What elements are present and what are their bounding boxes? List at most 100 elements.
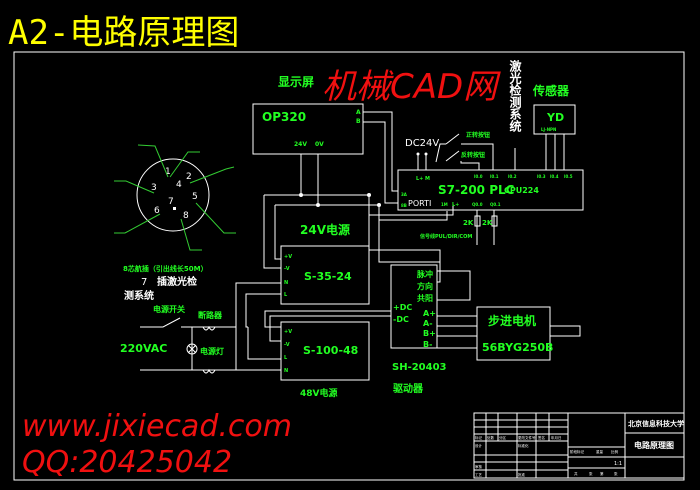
display-pin-24v: 24V xyxy=(294,141,307,148)
tb-cell: 张 xyxy=(589,471,593,476)
psu-pin: -V xyxy=(284,342,290,348)
driver-pin: B- xyxy=(423,340,432,349)
pin-label: 6 xyxy=(154,206,160,216)
plc-pin: I0.2 xyxy=(508,174,517,179)
stepper-motor-box xyxy=(476,306,551,361)
tb-cell: 年月日 xyxy=(551,435,562,440)
pin-label: 8 xyxy=(183,211,189,221)
psu48-label: 48V电源 xyxy=(300,387,338,399)
driver-model: SH-20403 xyxy=(392,362,447,373)
driver-pin: -DC xyxy=(393,315,409,324)
psu24-label: 24V电源 xyxy=(300,222,350,237)
school-name: 北京信息科技大学 xyxy=(628,419,684,428)
plc-pin: M xyxy=(425,176,430,182)
plc-pin: I0.3 xyxy=(537,174,546,179)
switch-1-label: 正转按钮 xyxy=(466,131,490,139)
plc-pin: 1M xyxy=(441,202,448,207)
scale: 1:1 xyxy=(614,461,622,467)
mains-switch xyxy=(140,317,181,328)
dc24v-label: DC24V xyxy=(405,138,439,149)
plc-pin: 3A xyxy=(401,192,408,197)
driver-pin: B+ xyxy=(423,329,436,338)
watermark-line2: www.jixiecad.com xyxy=(22,409,292,444)
plc-pin: I0.4 xyxy=(550,174,559,179)
lamp-label: 电源灯 xyxy=(200,346,224,356)
display-op320-box xyxy=(252,103,364,155)
psu-pin: -V xyxy=(284,266,290,272)
connector-8pin xyxy=(136,158,210,232)
display-pin-0v: 0V xyxy=(315,141,324,148)
tb-cell: 批准 xyxy=(518,472,526,477)
tb-cell: 标记 xyxy=(475,435,483,440)
tb-cell: 签名 xyxy=(538,435,545,440)
tb-cell: 分区 xyxy=(499,435,507,440)
display-model: OP320 xyxy=(262,110,306,124)
connector-pins: 1 2 3 4 5 6 7 8 xyxy=(151,167,198,221)
driver-box xyxy=(390,264,438,349)
plc-port: PORTI xyxy=(408,199,431,208)
tb-cell: 比例 xyxy=(611,449,619,454)
breaker-icon xyxy=(202,325,216,331)
driver-pin: A- xyxy=(423,319,433,328)
psu-pin: L xyxy=(284,355,288,361)
plc-pin: 8B xyxy=(401,203,407,208)
connector-note-num: 7 xyxy=(141,277,147,288)
plc-pin: Q0.1 xyxy=(490,202,501,207)
wires xyxy=(263,111,454,283)
resistor-2 xyxy=(491,215,498,227)
plc-pin: I0.0 xyxy=(474,174,483,179)
sensor-model: YD xyxy=(546,111,564,124)
psu48-model: S-100-48 xyxy=(303,344,358,357)
mains-voltage: 220VAC xyxy=(120,342,167,355)
pin-label: 1 xyxy=(165,167,171,177)
connector-leads xyxy=(114,144,236,251)
tb-cell: 张 xyxy=(614,471,618,476)
drawing-title: A2-电路原理图 xyxy=(8,13,239,53)
switch-2 xyxy=(445,150,460,162)
plc-model: S7-200 PLC xyxy=(438,183,515,197)
sensor-sub: LJ-NPN xyxy=(541,127,556,132)
drawing-name: 电路原理图 xyxy=(634,440,674,450)
switch-2-label: 反转按钮 xyxy=(461,151,485,159)
tb-cell: 更改文件号 xyxy=(518,435,536,440)
resistor-2-label: 2K xyxy=(482,219,493,227)
laser-system-label: 激光检测系统 xyxy=(508,59,522,133)
connector-caption: 8芯航插（引出线长50M） xyxy=(123,264,208,273)
pin-label: 3 xyxy=(151,183,157,193)
connector-note-text2: 测系统 xyxy=(124,289,154,302)
tb-cell: 设计 xyxy=(475,443,483,448)
psu-pin: +V xyxy=(284,254,292,260)
tb-cell: 审核 xyxy=(475,464,483,469)
title-block: 北京信息科技大学 电路原理图 1:1 标记 处数 分区 更改文件号 签名 年月日… xyxy=(473,412,685,479)
switch-1 xyxy=(445,133,460,145)
lamp-icon xyxy=(186,343,198,355)
pin-label: 5 xyxy=(192,192,198,202)
plc-pin: I0.1 xyxy=(490,174,499,179)
plc-pin: L+ xyxy=(416,176,423,182)
driver-pin: 方向 xyxy=(417,281,433,291)
laser-system-text: 激光检测系统 xyxy=(508,59,522,133)
driver-pin: 脉冲 xyxy=(416,269,433,279)
resistor-1 xyxy=(474,215,481,227)
display-pin-b: B xyxy=(356,118,361,125)
psu48-box xyxy=(280,321,370,381)
pin-label: 4 xyxy=(176,180,182,190)
tb-cell: 共 xyxy=(574,471,578,476)
psu-pin: N xyxy=(284,368,288,374)
connector-note-text: 插激光检 xyxy=(157,275,197,288)
tb-cell: 标准化 xyxy=(518,443,529,448)
sensor-label: 传感器 xyxy=(532,83,570,98)
display-label: 显示屏 xyxy=(278,75,314,89)
psu-pin: N xyxy=(284,280,288,286)
driver-label: 驱动器 xyxy=(393,382,424,395)
pin-label: 2 xyxy=(186,172,192,182)
driver-pin: A+ xyxy=(423,309,436,318)
motor-label: 步进电机 xyxy=(488,313,536,328)
tb-cell: 阶段标记 xyxy=(570,449,584,454)
plc-pin: I0.5 xyxy=(564,174,573,179)
psu-pin: L xyxy=(284,292,288,298)
psu-pin: +V xyxy=(284,329,292,335)
plc-pin: Q0.0 xyxy=(472,202,483,207)
psu24-model: S-35-24 xyxy=(304,270,352,283)
